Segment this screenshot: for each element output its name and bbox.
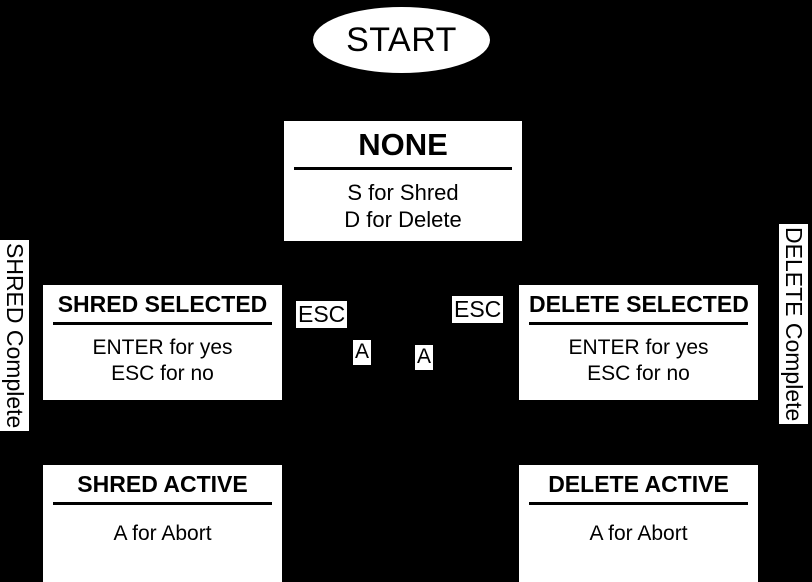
state-node-shred-active: SHRED ACTIVE A for Abort bbox=[43, 465, 282, 582]
state-title-delete-selected: DELETE SELECTED bbox=[529, 285, 749, 325]
state-body-shred-selected: ENTER for yes ESC for no bbox=[43, 325, 282, 394]
state-title-delete-active: DELETE ACTIVE bbox=[529, 465, 748, 505]
state-body-line: A for Abort bbox=[589, 522, 688, 545]
start-node: START bbox=[313, 7, 490, 73]
state-title-shred-selected: SHRED SELECTED bbox=[53, 285, 272, 325]
state-node-delete-active: DELETE ACTIVE A for Abort bbox=[519, 465, 758, 582]
transition-label-abort-shred: A bbox=[353, 340, 372, 365]
state-body-none: S for Shred D for Delete bbox=[284, 170, 522, 242]
transition-label-esc-delete: ESC bbox=[452, 296, 504, 323]
transition-label-delete-complete: DELETE Complete bbox=[779, 224, 808, 425]
state-title-shred-active: SHRED ACTIVE bbox=[53, 465, 272, 505]
state-body-line: D for Delete bbox=[344, 206, 462, 232]
transition-label-shred-complete: SHRED Complete bbox=[0, 240, 29, 432]
state-body-line: ESC for no bbox=[587, 361, 690, 385]
state-body-shred-active: A for Abort bbox=[43, 505, 282, 555]
state-node-delete-selected: DELETE SELECTED ENTER for yes ESC for no bbox=[519, 285, 758, 400]
state-body-line: ENTER for yes bbox=[568, 336, 709, 359]
state-body-line: ENTER for yes bbox=[92, 336, 233, 359]
state-body-delete-active: A for Abort bbox=[519, 505, 758, 555]
state-body-line: A for Abort bbox=[113, 522, 212, 545]
state-node-none: NONE S for Shred D for Delete bbox=[284, 121, 522, 241]
state-body-delete-selected: ENTER for yes ESC for no bbox=[519, 325, 758, 394]
transition-label-abort-delete: A bbox=[415, 345, 434, 370]
state-title-none: NONE bbox=[294, 121, 512, 170]
state-node-shred-selected: SHRED SELECTED ENTER for yes ESC for no bbox=[43, 285, 282, 400]
transition-label-esc-shred: ESC bbox=[296, 301, 348, 328]
start-node-label: START bbox=[346, 21, 457, 59]
state-body-line: S for Shred bbox=[347, 180, 459, 205]
state-body-line: ESC for no bbox=[111, 361, 214, 385]
